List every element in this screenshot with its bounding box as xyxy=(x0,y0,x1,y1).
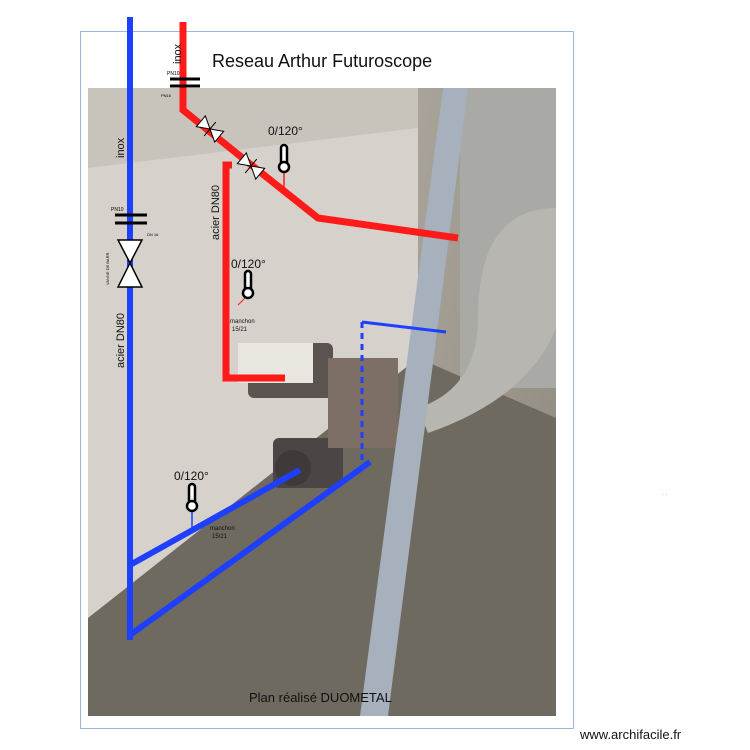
temp-label-3: 0/120° xyxy=(174,469,209,483)
cold-diagonal-lower xyxy=(128,459,372,638)
pn-left-sub-label: DN 16 xyxy=(147,232,159,237)
inox-top-label: inox xyxy=(172,43,184,64)
cold-network xyxy=(127,17,447,640)
valve-symbol-blue: VANNE DE BARR xyxy=(105,239,144,288)
valve-vertical-label: VANNE DE BARR xyxy=(105,253,110,285)
manchon-label-2: manchon xyxy=(210,526,235,532)
valve-symbol-red-2 xyxy=(236,151,266,181)
drawing-title: Reseau Arthur Futuroscope xyxy=(212,51,433,71)
floor xyxy=(88,358,556,716)
hot-network xyxy=(179,22,459,382)
temp-label-2: 0/120° xyxy=(231,257,266,271)
thermometer-icon xyxy=(277,143,291,174)
manchon-label-1: manchon xyxy=(230,319,255,325)
valve-symbol-red-1 xyxy=(195,114,225,144)
acier-blue-label: acier DN80 xyxy=(115,313,127,368)
acier-red-label: acier DN80 xyxy=(210,185,222,240)
left-union-symbol: PN10 DN 16 xyxy=(111,207,159,237)
pn-top-label: PN10 xyxy=(167,71,180,77)
thermometer-icon xyxy=(185,482,199,513)
cold-branch-pipe xyxy=(361,320,447,334)
manchon-size-label-1: 15/21 xyxy=(232,327,248,333)
manchon-size-label-2: 15/21 xyxy=(212,534,228,540)
hot-main-pipe xyxy=(179,22,459,242)
wall-top-band xyxy=(88,88,418,168)
stray-dots: · · xyxy=(662,492,668,498)
footer-credit: Plan réalisé DUOMETAL xyxy=(249,690,392,705)
pn-left-label: PN10 xyxy=(111,207,124,213)
hot-branch-pipe xyxy=(222,161,285,382)
steel-column xyxy=(360,88,468,716)
inox-left-label: inox xyxy=(115,137,127,158)
cold-diagonal-upper xyxy=(128,467,302,568)
duct-elbow xyxy=(418,208,556,433)
site-link[interactable]: www.archifacile.fr xyxy=(580,727,682,742)
top-union-symbol: PN10 PN16 xyxy=(161,71,200,98)
pn-top-sub-label: PN16 xyxy=(161,93,172,98)
temp-label-1: 0/120° xyxy=(268,124,303,138)
thermometer-icon xyxy=(241,269,255,300)
